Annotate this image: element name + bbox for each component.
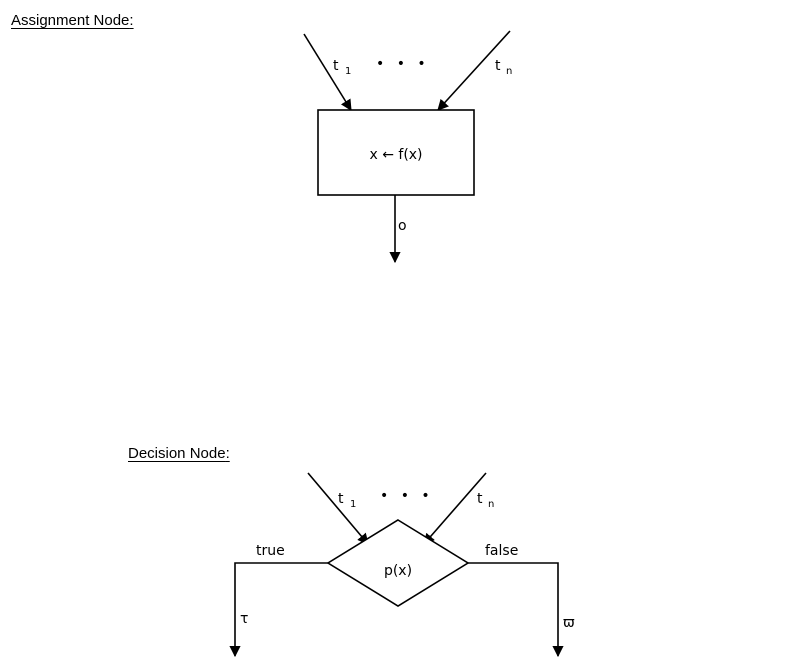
decision-false-label: false <box>485 543 518 559</box>
assignment-input-left-subscript: 1 <box>345 66 351 77</box>
assignment-output-label: o <box>398 218 407 234</box>
assignment-node-heading: Assignment Node: <box>11 12 134 29</box>
decision-input-left-subscript: 1 <box>350 499 356 510</box>
decision-node-heading-text: Decision Node <box>128 445 226 462</box>
decision-input-arrow-right <box>423 472 487 545</box>
decision-true-output-label: τ <box>240 611 248 627</box>
assignment-input-arrow-right <box>437 30 511 111</box>
assignment-node: t 1 • • • t n x ← f(x) o <box>303 30 512 264</box>
assignment-box <box>317 109 475 196</box>
decision-diamond-text: p(x) <box>384 563 412 579</box>
assignment-input-arrow-left <box>303 33 352 111</box>
assignment-node-heading-text: Assignment Node <box>11 12 130 29</box>
assignment-input-right-label: t <box>495 58 501 74</box>
decision-node-heading: Decision Node: <box>128 445 230 462</box>
assignment-node-heading-colon: : <box>129 12 134 29</box>
assignment-input-right-subscript: n <box>506 66 512 77</box>
decision-input-left-label: t <box>338 491 344 507</box>
decision-node: t 1 • • • t n p(x) true τ false ϖ <box>229 472 575 658</box>
decision-input-right-label: t <box>477 491 483 507</box>
assignment-input-left-label: t <box>333 58 339 74</box>
decision-diamond <box>326 519 470 607</box>
assignment-input-ellipsis: • • • <box>376 56 430 72</box>
assignment-box-text: x ← f(x) <box>369 147 422 163</box>
decision-input-arrow-left <box>307 472 369 545</box>
decision-node-heading-colon: : <box>225 445 230 462</box>
decision-input-ellipsis: • • • <box>380 488 434 504</box>
decision-input-right-subscript: n <box>488 499 494 510</box>
decision-false-output-label: ϖ <box>563 615 575 631</box>
decision-true-label: true <box>256 543 285 559</box>
decision-false-branch-arrow <box>468 562 564 658</box>
decision-true-branch-arrow <box>229 562 328 658</box>
